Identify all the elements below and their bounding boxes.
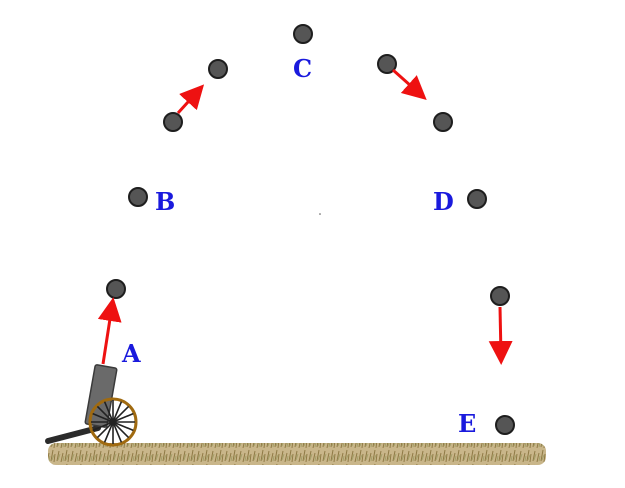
cannonball-icon [106, 279, 126, 299]
velocity-arrow-icon [176, 84, 205, 115]
cannonball-icon [467, 189, 487, 209]
cannon-icon [45, 364, 138, 447]
center-dot [319, 213, 321, 215]
label-d: D [433, 187, 454, 216]
cannonball-icon [293, 24, 313, 44]
cannonball-icon [128, 187, 148, 207]
trajectory-balls [106, 24, 515, 435]
cannonball-icon [433, 112, 453, 132]
velocity-arrow-icon [392, 68, 427, 100]
cannonball-icon [495, 415, 515, 435]
velocity-arrow-icon [97, 297, 122, 365]
velocity-arrow-icon [488, 306, 513, 365]
label-c: C [293, 54, 312, 83]
label-b: B [155, 187, 175, 216]
cannon-wheel [88, 397, 138, 447]
label-e: E [458, 409, 476, 438]
grass-ground [48, 443, 546, 465]
cannonball-icon [163, 112, 183, 132]
cannonball-icon [377, 54, 397, 74]
label-a: A [121, 339, 141, 368]
cannonball-icon [208, 59, 228, 79]
cannonball-icon [490, 286, 510, 306]
